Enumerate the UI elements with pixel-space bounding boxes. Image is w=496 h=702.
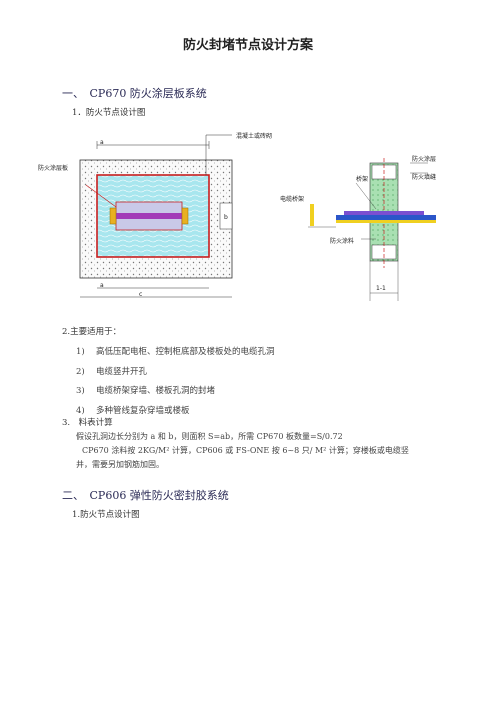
- label-section-1-1: 1-1: [376, 285, 386, 292]
- calc-line-3: 井，需要另加钢筋加固。: [76, 460, 164, 469]
- section-view-drawing: [308, 158, 436, 301]
- label-coating-board-right: 防火涂层板: [412, 155, 436, 163]
- list-item-text: 多种管线复杂穿墙或楼板: [95, 406, 190, 416]
- label-dim-a-top: a: [100, 139, 104, 146]
- list-item-text: 电缆桥架穿墙、楼板孔洞的封堵: [95, 386, 215, 396]
- label-concrete-wall: 混凝土或砖砌: [236, 132, 272, 140]
- plan-view-drawing: [79, 134, 233, 298]
- calc-line-2: CP670 涂料按 2KG/M² 计算，CP606 或 FS-ONE 按 6~8…: [82, 446, 409, 455]
- fire-stop-node-diagram: 防火涂层板 混凝土或砖砌 a b a c 桥架 防火涂层板 防火填缝胶 电缆桥架…: [38, 132, 436, 301]
- section-2-heading: 二、 CP606 弹性防火密封胶系统: [62, 489, 229, 502]
- label-coating-board-left: 防火涂层板: [38, 164, 68, 172]
- label-bridge: 桥架: [356, 175, 368, 183]
- section-1-sub-2: 2.主要适用于：: [62, 327, 122, 337]
- section-2-sub-1: 1.防火节点设计图: [72, 510, 140, 520]
- list-item: 2) 电缆竖井开孔: [76, 365, 147, 377]
- label-dim-a-bottom: a: [100, 282, 104, 289]
- label-cable-tray: 电缆桥架: [280, 195, 304, 203]
- label-dim-b: b: [224, 214, 228, 221]
- section-1-heading: 一、 CP670 防火涂层板系统: [62, 87, 207, 100]
- list-item-number: 4): [76, 406, 85, 416]
- list-item: 3) 电缆桥架穿墙、楼板孔洞的封堵: [76, 384, 215, 396]
- list-item-number: 3): [76, 386, 85, 396]
- section-1-sub-1: 1．防火节点设计图: [72, 108, 146, 118]
- label-fire-sealant: 防火填缝胶: [412, 173, 436, 181]
- list-item-number: 2): [76, 367, 85, 377]
- label-fire-coating: 防火涂料: [330, 237, 354, 245]
- label-dim-c: c: [139, 291, 142, 298]
- list-item-text: 高低压配电柜、控制柜底部及楼板处的电缆孔洞: [95, 347, 275, 357]
- list-item: 4) 多种管线复杂穿墙或楼板: [76, 404, 189, 416]
- calc-line-1: 假设孔洞边长分别为 a 和 b，则面积 S=ab，所需 CP670 板数量=S/…: [76, 432, 343, 441]
- list-item: 1) 高低压配电柜、控制柜底部及楼板处的电缆孔洞: [76, 345, 274, 357]
- page-title: 防火封堵节点设计方案: [182, 38, 313, 53]
- section-1-sub-3: 3. 料表计算: [62, 418, 113, 428]
- list-item-text: 电缆竖井开孔: [95, 367, 147, 377]
- list-item-number: 1): [76, 347, 85, 357]
